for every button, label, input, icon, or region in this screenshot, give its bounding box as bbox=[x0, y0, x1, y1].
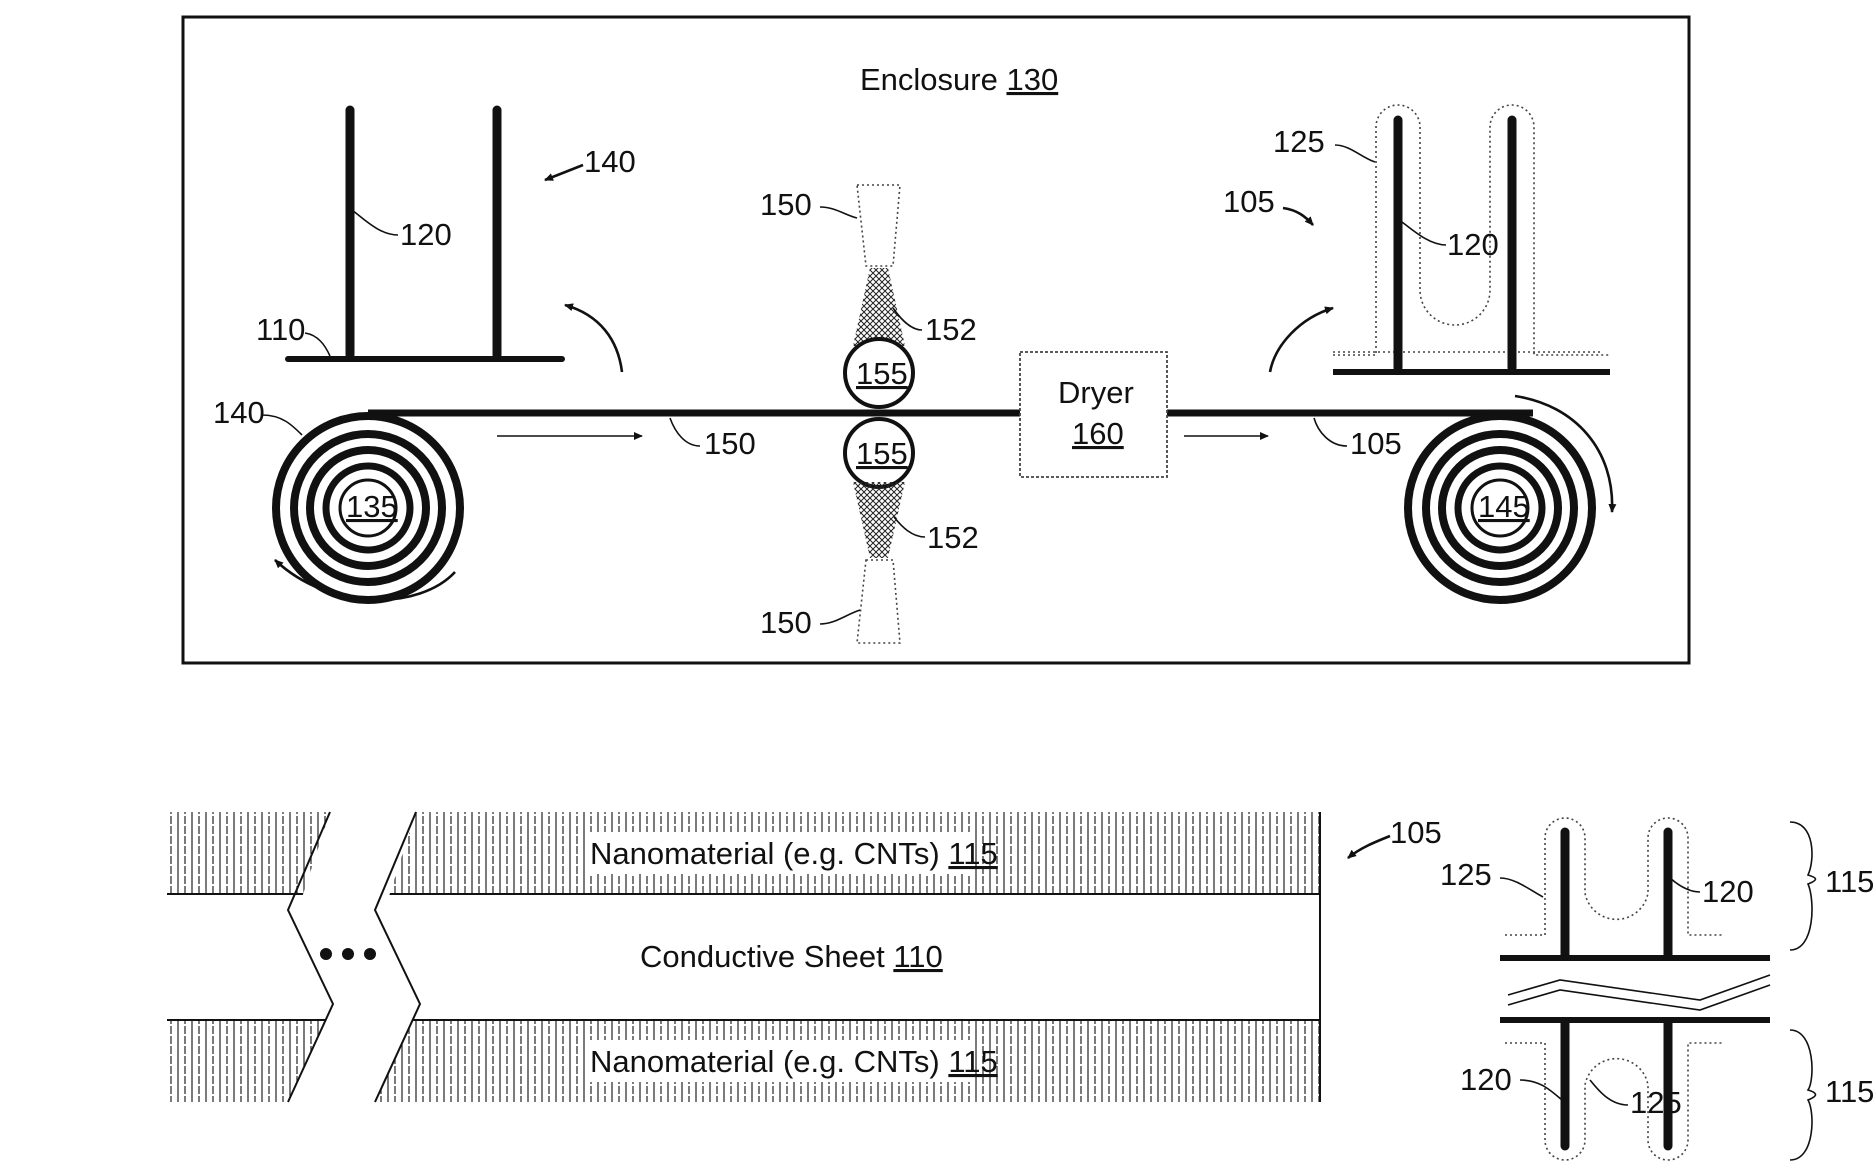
left-curved-arrow bbox=[565, 305, 622, 372]
right-coating-leader bbox=[1335, 145, 1375, 162]
top-layer-label: Nanomaterial (e.g. CNTs) 115 bbox=[590, 836, 998, 871]
lower-fiber-label: 120 bbox=[1460, 1062, 1512, 1097]
top-sprayer-leader bbox=[820, 207, 857, 218]
upper-coating-label: 125 bbox=[1440, 857, 1492, 892]
top-roller-label: 155 bbox=[856, 356, 908, 391]
top-spray-cone bbox=[853, 268, 905, 346]
lower-fiber-leader bbox=[1520, 1080, 1562, 1100]
upper-brace-label: 115 bbox=[1825, 864, 1874, 899]
right-curved-arrow bbox=[1270, 308, 1333, 372]
bottom-layer-label: Nanomaterial (e.g. CNTs) 115 bbox=[590, 1044, 998, 1079]
upper-coating-leader bbox=[1500, 878, 1543, 897]
lower-coating-label: 125 bbox=[1630, 1085, 1682, 1120]
upper-brace bbox=[1790, 822, 1816, 950]
web-sheet-label: 150 bbox=[704, 426, 756, 461]
left-sheet-leader bbox=[305, 333, 330, 356]
left-roll-label: 140 bbox=[213, 395, 265, 430]
lower-brace-label: 115 bbox=[1825, 1074, 1874, 1109]
right-product-leader bbox=[1283, 208, 1313, 225]
left-assembly-leader bbox=[545, 165, 583, 180]
upper-fiber-leader bbox=[1670, 878, 1700, 892]
product-leader bbox=[1348, 836, 1390, 858]
bottom-sprayer-label: 150 bbox=[760, 605, 812, 640]
bottom-spray-label: 152 bbox=[927, 520, 979, 555]
dryer-ref: 160 bbox=[1072, 416, 1124, 451]
left-sheet-label: 110 bbox=[256, 312, 305, 347]
top-sprayer-label: 150 bbox=[760, 187, 812, 222]
left-roll-leader bbox=[262, 415, 302, 435]
bottom-sprayer bbox=[857, 560, 900, 643]
left-fiber-label: 120 bbox=[400, 217, 452, 252]
bottom-roller-label: 155 bbox=[856, 436, 908, 471]
lower-coating-leader bbox=[1590, 1080, 1628, 1105]
right-sheet-leader bbox=[1314, 418, 1347, 446]
right-spool-label: 145 bbox=[1478, 489, 1530, 524]
top-sprayer bbox=[857, 185, 900, 266]
top-spray-label: 152 bbox=[925, 312, 977, 347]
right-coating-label: 125 bbox=[1273, 124, 1325, 159]
product-label: 105 bbox=[1390, 815, 1442, 850]
lower-brace bbox=[1790, 1030, 1816, 1160]
bottom-spray-leader bbox=[894, 517, 925, 537]
web-sheet-leader bbox=[670, 418, 700, 446]
left-assembly-label: 140 bbox=[584, 144, 636, 179]
right-fiber-label: 120 bbox=[1447, 227, 1499, 262]
dryer-label: Dryer bbox=[1058, 375, 1134, 410]
enclosure-label: Enclosure 130 bbox=[860, 62, 1058, 97]
upper-fiber-label: 120 bbox=[1702, 874, 1754, 909]
left-spool-label: 135 bbox=[346, 489, 398, 524]
right-product-label: 105 bbox=[1223, 184, 1275, 219]
bottom-sprayer-leader bbox=[820, 610, 860, 624]
detail-break bbox=[1508, 975, 1770, 1010]
dryer-box bbox=[1020, 352, 1167, 477]
middle-layer-label: Conductive Sheet 110 bbox=[640, 939, 943, 974]
left-fiber-leader bbox=[352, 210, 398, 235]
right-fiber-leader bbox=[1402, 222, 1446, 245]
right-sheet-label: 105 bbox=[1350, 426, 1402, 461]
